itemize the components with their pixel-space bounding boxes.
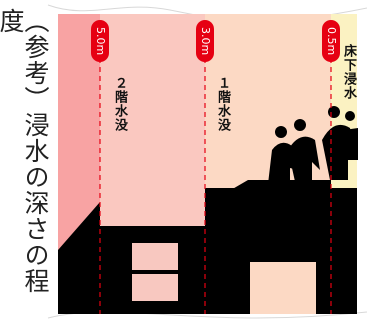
window-lower xyxy=(132,274,178,301)
diagram-title: （参考）浸水の深さの程度 xyxy=(0,8,50,294)
doorway xyxy=(250,262,316,314)
label-2f-submerged: ２階水没 xyxy=(112,76,127,132)
label-1f-submerged: １階水没 xyxy=(215,76,230,132)
label-under-floor-flooding: 床下浸水 xyxy=(341,44,356,100)
depth-marker-05m: 0.5m xyxy=(322,20,340,62)
window-upper xyxy=(132,243,178,270)
depth-marker-5m: 5.0m xyxy=(91,20,109,62)
depth-marker-3m: 3.0m xyxy=(196,20,214,62)
people-silhouette xyxy=(268,106,358,186)
